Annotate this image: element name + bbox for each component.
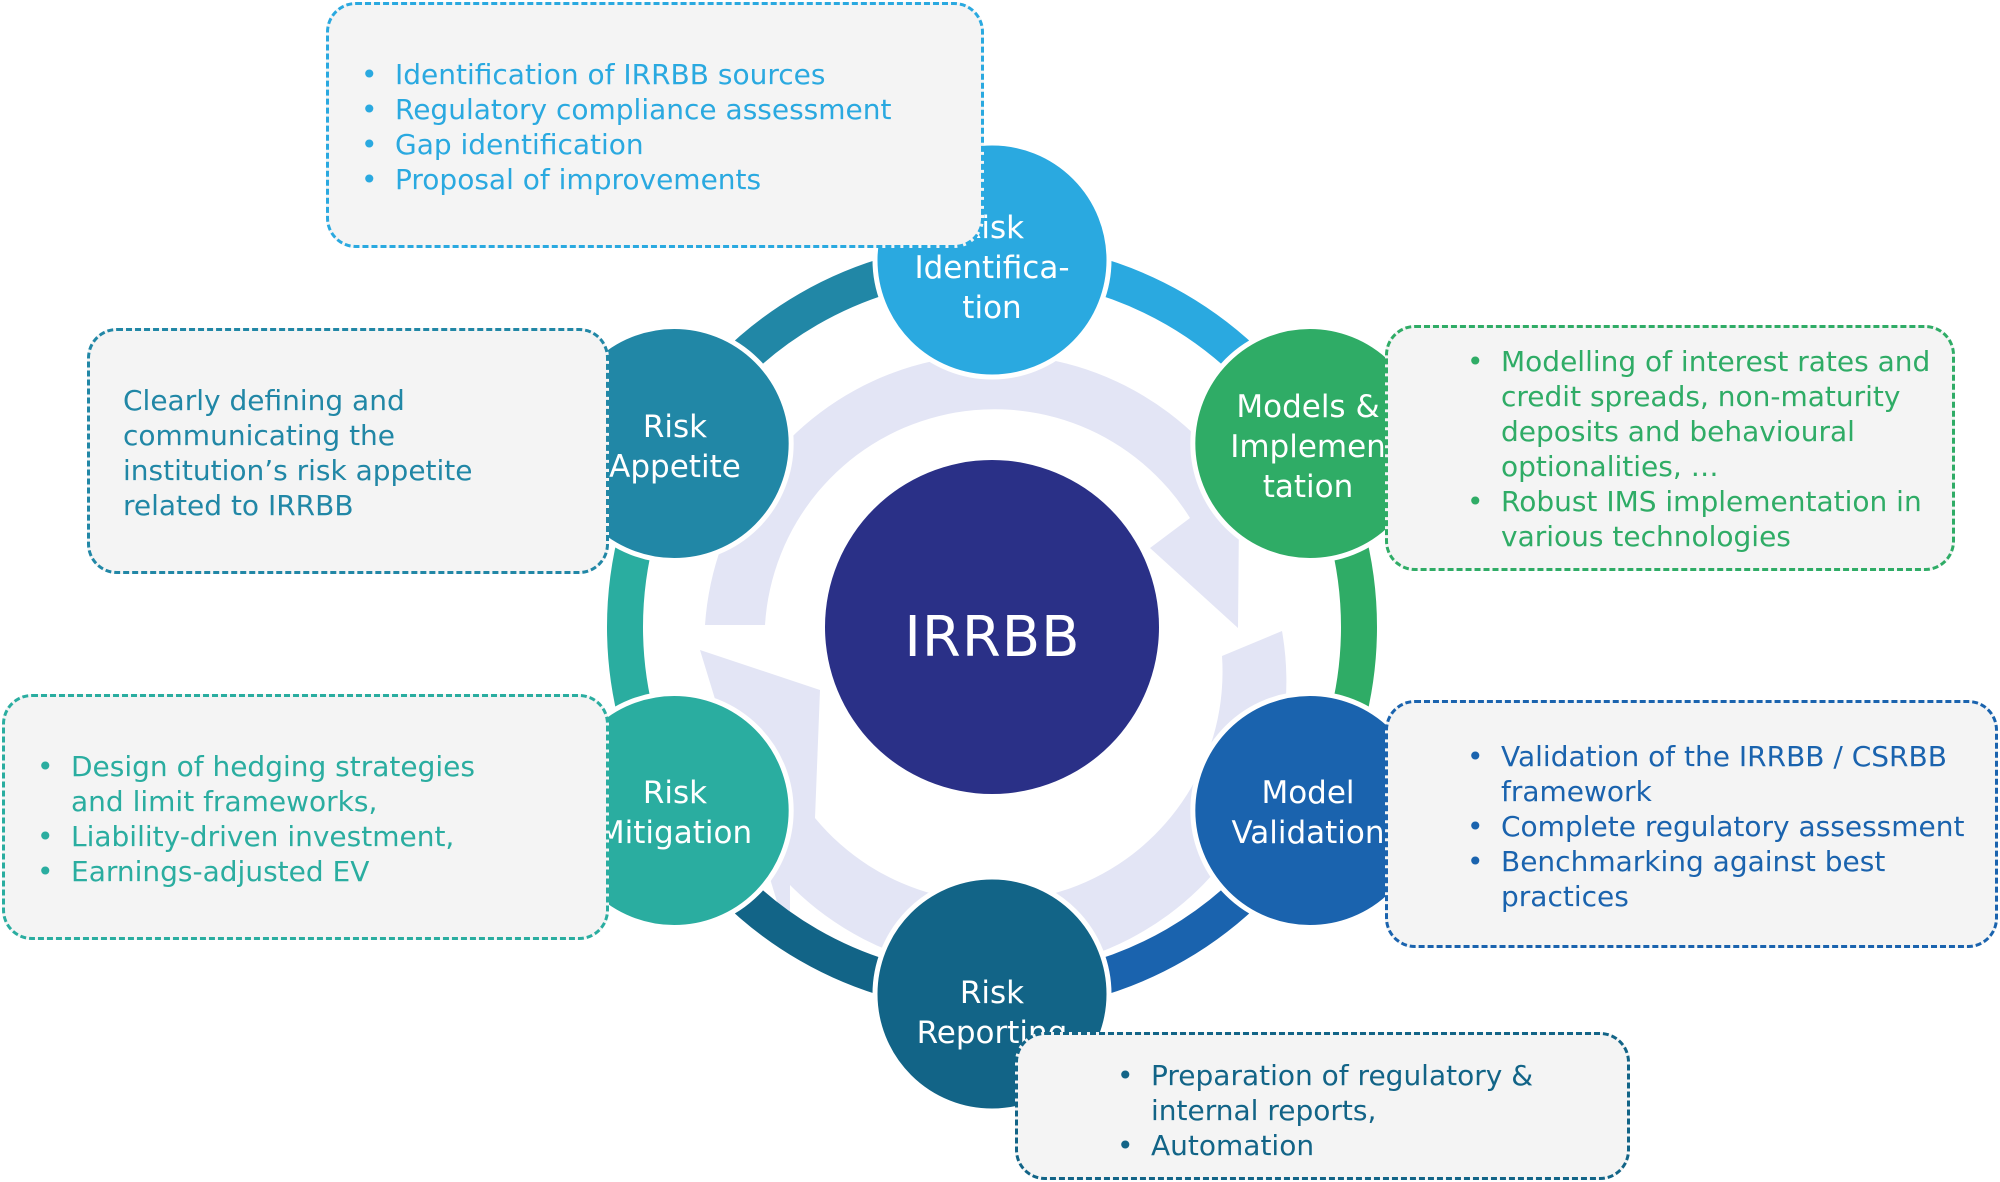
node-label-risk-mitigation: Risk Mitigation (597, 775, 753, 851)
model-validation-list: Validation of the IRRBB / CSRBB framewor… (1463, 739, 1995, 914)
node-label-model-validation: Model Validation (1231, 775, 1385, 851)
node-label-risk-identification: Risk Identifica- tion (914, 210, 1070, 326)
risk-mitigation-item: Earnings-adjusted EV (33, 854, 606, 889)
risk-appetite-text: Clearly defining and communicating the i… (123, 384, 473, 522)
risk-appetite-box: Clearly defining and communicating the i… (87, 328, 609, 574)
risk-mitigation-list: Design of hedging strategies and limit f… (33, 749, 606, 889)
risk-mitigation-item: Design of hedging strategies and limit f… (33, 749, 606, 819)
risk-identification-box: Identification of IRRBB sources Regulato… (326, 2, 984, 248)
risk-identification-list: Identification of IRRBB sources Regulato… (357, 57, 981, 197)
center-circle (825, 460, 1159, 794)
node-label-models-implementation: Models & Implemen tation (1230, 389, 1386, 505)
risk-mitigation-box: Design of hedging strategies and limit f… (2, 694, 609, 940)
models-implementation-item: Robust IMS implementation in various tec… (1463, 484, 1952, 554)
risk-identification-item: Regulatory compliance assessment (357, 92, 981, 127)
risk-reporting-list: Preparation of regulatory & internal rep… (1113, 1058, 1627, 1163)
risk-identification-item: Proposal of improvements (357, 162, 981, 197)
risk-identification-item: Identification of IRRBB sources (357, 57, 981, 92)
model-validation-item: Benchmarking against best practices (1463, 844, 1995, 914)
cycle-arrow-bottom (700, 631, 1287, 972)
cycle-arrows (700, 354, 1287, 972)
cycle-arrow-top (705, 354, 1240, 628)
risk-identification-item: Gap identification (357, 127, 981, 162)
model-validation-item: Complete regulatory assessment (1463, 809, 1995, 844)
node-label-risk-appetite: Risk Appetite (609, 409, 741, 485)
models-implementation-item: Modelling of interest rates and credit s… (1463, 344, 1952, 484)
risk-reporting-item: Automation (1113, 1128, 1627, 1163)
risk-reporting-item: Preparation of regulatory & internal rep… (1113, 1058, 1627, 1128)
risk-reporting-box: Preparation of regulatory & internal rep… (1015, 1032, 1630, 1180)
model-validation-item: Validation of the IRRBB / CSRBB framewor… (1463, 739, 1995, 809)
model-validation-box: Validation of the IRRBB / CSRBB framewor… (1385, 700, 1998, 948)
center-label: IRRBB (904, 605, 1081, 670)
models-implementation-list: Modelling of interest rates and credit s… (1463, 344, 1952, 554)
risk-mitigation-item: Liability-driven investment, (33, 819, 606, 854)
models-implementation-box: Modelling of interest rates and credit s… (1385, 325, 1955, 571)
